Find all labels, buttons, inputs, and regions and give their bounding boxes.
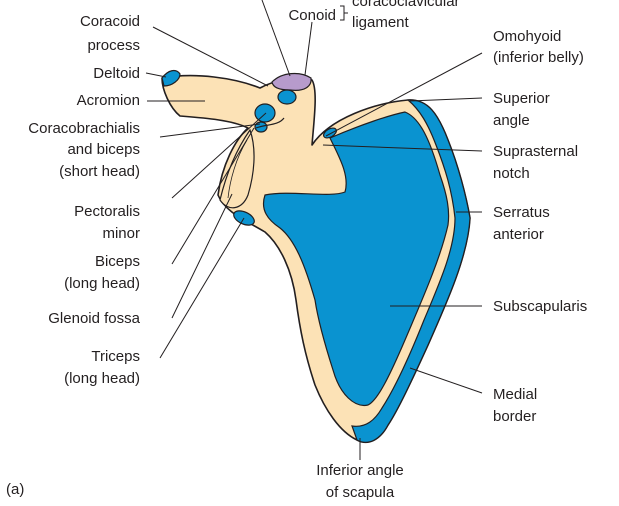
label-coracoclavicular-line1: coracoclavicular xyxy=(352,0,460,10)
label-triceps-line1: Triceps xyxy=(91,348,140,365)
label-suprasternal-line2: notch xyxy=(493,165,530,182)
coracoid-attachment xyxy=(278,90,296,104)
label-inferior-angle-line2: of scapula xyxy=(326,484,395,501)
label-pectoralis-line1: Pectoralis xyxy=(74,203,140,220)
label-suprasternal-line1: Suprasternal xyxy=(493,143,578,160)
label-triceps-line2: (long head) xyxy=(64,370,140,387)
label-omohyoid-line1: Omohyoid xyxy=(493,28,561,45)
label-inferior-angle-line1: Inferior angle xyxy=(316,462,404,479)
leader-conoid xyxy=(305,22,312,75)
label-conoid: Conoid xyxy=(288,7,336,24)
ligament-area xyxy=(272,73,311,90)
leader-superior-angle xyxy=(410,98,482,101)
label-pectoralis-line2: minor xyxy=(102,225,140,242)
label-superior-angle-line2: angle xyxy=(493,112,530,129)
label-glenoid-fossa: Glenoid fossa xyxy=(48,310,140,327)
label-coracoid-process-line2: process xyxy=(87,37,140,54)
ligament-bracket xyxy=(340,6,348,20)
label-coracoclavicular-line2: ligament xyxy=(352,14,410,31)
label-biceps-long-line1: Biceps xyxy=(95,253,140,270)
leader-medial-border xyxy=(410,368,482,393)
leader-glenoid xyxy=(172,194,232,318)
label-deltoid: Deltoid xyxy=(93,65,140,82)
label-omohyoid-line2: (inferior belly) xyxy=(493,49,584,66)
leader-deltoid xyxy=(146,73,166,77)
label-serratus-line2: anterior xyxy=(493,226,544,243)
label-coracobrachialis-line3: (short head) xyxy=(59,163,140,180)
label-biceps-long-line2: (long head) xyxy=(64,275,140,292)
label-subscapularis: Subscapularis xyxy=(493,298,587,315)
label-coracobrachialis-line2: and biceps xyxy=(67,141,140,158)
label-medial-border-line2: border xyxy=(493,408,536,425)
leader-trapezoid xyxy=(262,0,290,76)
label-superior-angle-line1: Superior xyxy=(493,90,550,107)
panel-label: (a) xyxy=(6,481,24,498)
label-serratus-line1: Serratus xyxy=(493,204,550,221)
label-coracoid-process-line1: Coracoid xyxy=(80,13,140,30)
pectoralis-minor-attachment xyxy=(255,104,275,122)
label-coracobrachialis-line1: Coracobrachialis xyxy=(28,120,140,137)
leader-triceps xyxy=(160,218,244,358)
label-medial-border-line1: Medial xyxy=(493,386,537,403)
label-acromion: Acromion xyxy=(77,92,140,109)
